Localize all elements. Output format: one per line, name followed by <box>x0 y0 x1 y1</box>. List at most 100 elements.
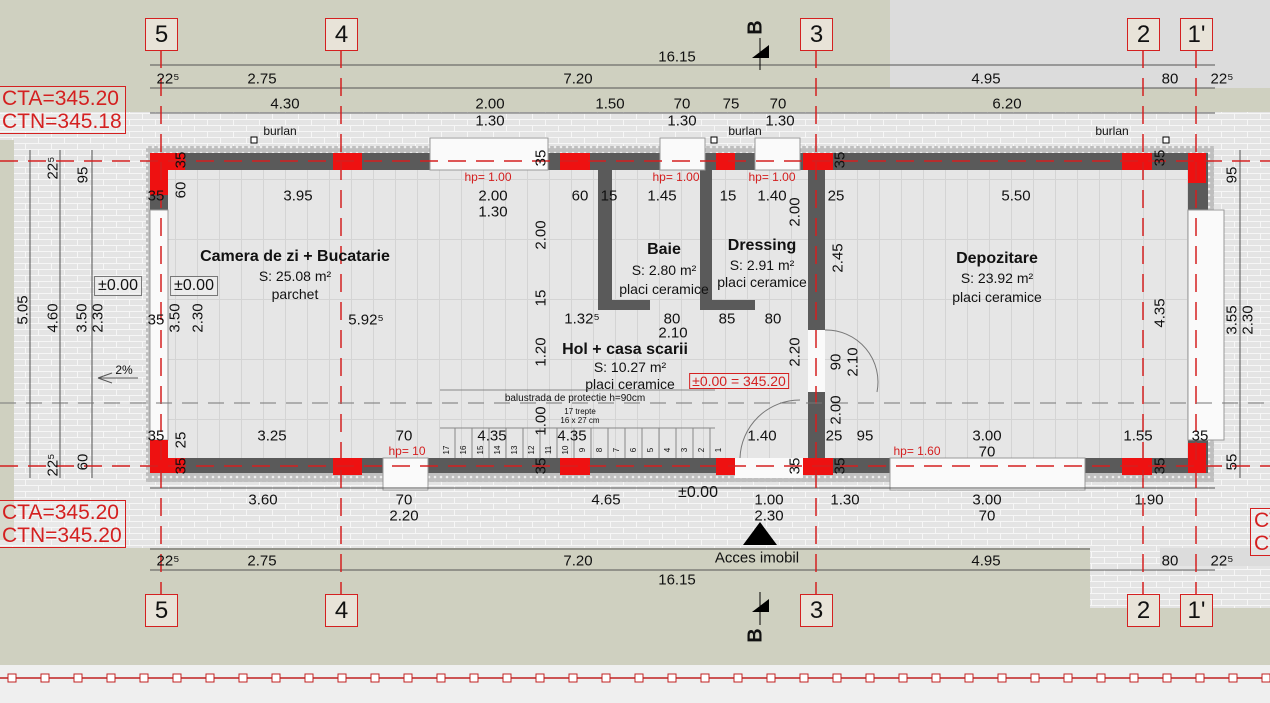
axis-marker-1p-bottom: 1' <box>1180 594 1213 627</box>
stair-treads <box>440 389 715 458</box>
ruler-tick <box>634 673 644 683</box>
dimension-label: 4.35 <box>1151 298 1169 328</box>
dimension-label: 7.20 <box>563 70 593 88</box>
room-name-living: Camera de zi + Bucatarie <box>200 248 390 265</box>
ruler-tick <box>535 673 545 683</box>
dimension-label: 35 <box>147 427 165 445</box>
dimension-label: 3.55 <box>1223 305 1241 335</box>
stair-number: 10 <box>561 445 570 455</box>
dimension-label: 1.20 <box>532 337 550 367</box>
dimension-label: 35 <box>172 151 190 169</box>
room-finish-bath: placi ceramice <box>619 281 709 297</box>
ruler-tick <box>1261 673 1270 683</box>
sill-height: hp= 1.60 <box>893 444 941 458</box>
level-tag-entrance: ±0.00 <box>678 484 718 501</box>
dimension-label: 2.00 <box>786 197 804 227</box>
entrance-arrow <box>743 522 777 545</box>
dimension-label: 35 <box>1151 457 1169 475</box>
dimension-label: 1.00 <box>754 491 784 509</box>
stair-number: 9 <box>578 447 587 453</box>
dimension-label: 22⁵ <box>156 70 180 88</box>
axis-marker-4-bottom: 4 <box>325 594 358 627</box>
ruler-tick <box>931 673 941 683</box>
dimension-label: 3.00 <box>972 491 1002 509</box>
ruler-tick <box>238 673 248 683</box>
dimension-label: 4.30 <box>270 95 300 113</box>
elevation-right-partial: CT CT <box>1250 508 1270 556</box>
ruler-tick <box>1162 673 1172 683</box>
ruler-tick <box>502 673 512 683</box>
dimension-label: 16.15 <box>658 48 696 66</box>
stair-number: 15 <box>476 445 485 455</box>
dimension-label: 2.75 <box>247 70 277 88</box>
dimension-label: 90 <box>827 353 845 371</box>
dimension-label: 70 <box>395 491 413 509</box>
dimension-label: 2.20 <box>389 507 419 525</box>
level-tag-outside: ±0.00 <box>94 276 142 296</box>
ruler-tick <box>436 673 446 683</box>
dimension-label: 22⁵ <box>1210 552 1234 570</box>
elevation-top-left: CTA=345.20 CTN=345.18 <box>0 86 126 134</box>
dimension-label: 1.90 <box>1134 491 1164 509</box>
dimension-label: 22⁵ <box>44 156 62 180</box>
sill-height: hp= 1.00 <box>748 170 796 184</box>
ruler-tick <box>172 673 182 683</box>
dimension-label: 95 <box>856 427 874 445</box>
room-finish-dressing: placi ceramice <box>717 274 807 290</box>
burlan-label: burlan <box>263 124 297 138</box>
dimension-label: 70 <box>769 95 787 113</box>
dimension-label: 5.50 <box>1001 187 1031 205</box>
room-area-storage: S: 23.92 m² <box>960 270 1034 286</box>
dimension-label: 35 <box>1191 427 1209 445</box>
dimension-label: 2.10 <box>844 347 862 377</box>
dimension-label: 2.30 <box>1239 305 1257 335</box>
ruler-tick <box>700 673 710 683</box>
burlan-label: burlan <box>1095 124 1129 138</box>
dimension-label: 15 <box>719 187 737 205</box>
sill-height: hp= 1.00 <box>464 170 512 184</box>
ruler-tick <box>865 673 875 683</box>
dimension-label: 35 <box>831 151 849 169</box>
room-finish-storage: placi ceramice <box>952 289 1042 305</box>
stair-number: 4 <box>663 447 672 453</box>
reference-level: ±0.00 = 345.20 <box>689 373 789 389</box>
axis-marker-3: 3 <box>800 18 833 51</box>
dimension-label: 1.45 <box>647 187 677 205</box>
dimension-label: 1.30 <box>475 112 505 130</box>
dimension-label: 80 <box>663 310 681 328</box>
dimension-label: 80 <box>1161 552 1179 570</box>
dimension-label: 35 <box>172 457 190 475</box>
stair-number: 6 <box>629 447 638 453</box>
dimension-label: 2.10 <box>658 324 688 342</box>
ruler-tick <box>337 673 347 683</box>
room-area-dressing: S: 2.91 m² <box>729 257 795 273</box>
dimension-label: 3.25 <box>257 427 287 445</box>
dimension-label: 70 <box>978 507 996 525</box>
ruler-tick <box>997 673 1007 683</box>
axis-marker-5-bottom: 5 <box>145 594 178 627</box>
room-area-hall: S: 10.27 m² <box>593 359 667 375</box>
ruler-tick <box>898 673 908 683</box>
dimension-label: 2.20 <box>786 337 804 367</box>
axis-marker-4: 4 <box>325 18 358 51</box>
dimension-label: 60 <box>74 453 92 471</box>
dimension-label: 3.00 <box>972 427 1002 445</box>
dimension-label: 2.00 <box>478 187 508 205</box>
dimension-label: 3.60 <box>248 491 278 509</box>
ruler-tick <box>667 673 677 683</box>
dimension-label: 5.05 <box>14 295 32 325</box>
ruler-tick <box>370 673 380 683</box>
interior-floor <box>168 170 1188 458</box>
dimension-label: 1.32⁵ <box>564 310 600 328</box>
stair-number: 13 <box>510 445 519 455</box>
ruler-tick <box>73 673 83 683</box>
stair-number: 3 <box>680 447 689 453</box>
dimension-label: 1.30 <box>667 112 697 130</box>
stair-step-size: 16 x 27 cm <box>560 416 600 425</box>
ruler-tick <box>304 673 314 683</box>
ruler-tick <box>1063 673 1073 683</box>
ruler-tick <box>601 673 611 683</box>
ruler-tick <box>766 673 776 683</box>
dimension-label: 15 <box>600 187 618 205</box>
